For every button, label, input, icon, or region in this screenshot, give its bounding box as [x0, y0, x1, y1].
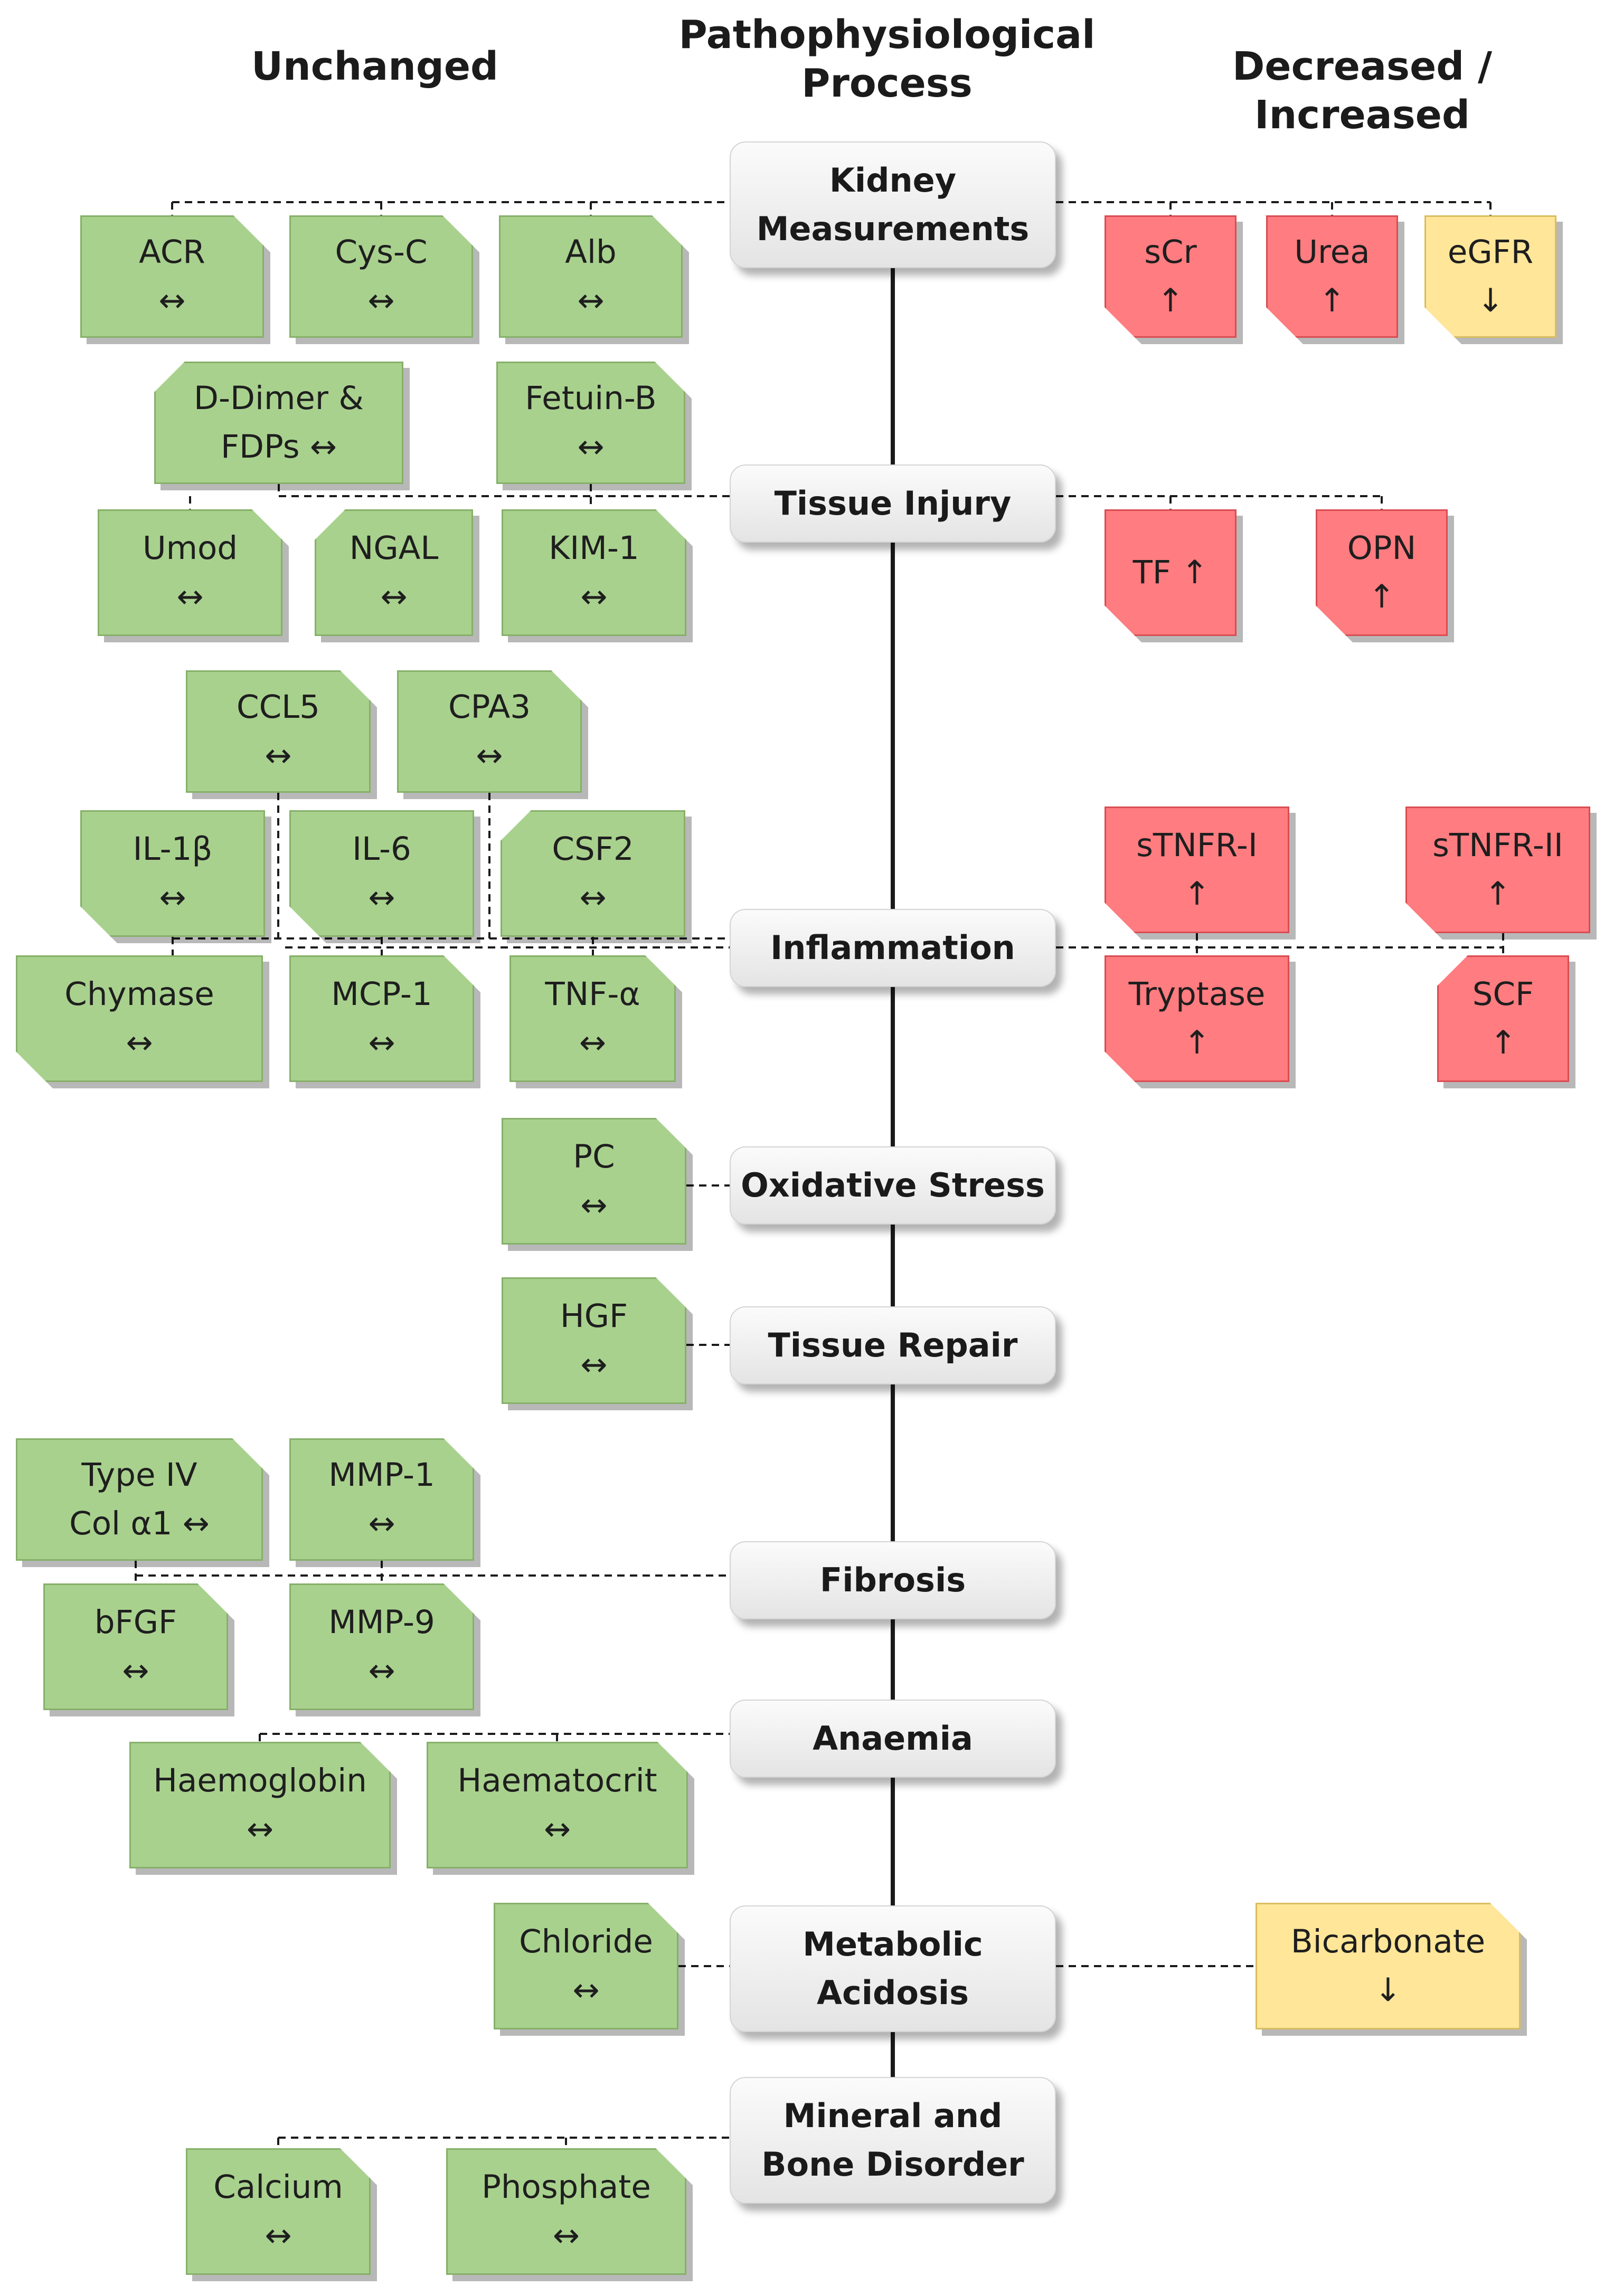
marker-kim-1: KIM-1 ↔ [502, 509, 686, 636]
marker-label: CSF2 ↔ [552, 830, 634, 916]
marker-label: bFGF ↔ [94, 1604, 177, 1690]
marker-mmp-9: MMP-9 ↔ [289, 1583, 474, 1710]
marker-type-iv-col: Type IV Col α1 ↔ [16, 1438, 263, 1561]
marker-calcium: Calcium ↔ [186, 2148, 371, 2275]
marker-label: Haematocrit ↔ [457, 1762, 657, 1848]
marker-label: eGFR ↓ [1447, 233, 1534, 319]
marker-phosphate: Phosphate ↔ [446, 2148, 686, 2275]
marker-label: Phosphate ↔ [482, 2168, 651, 2254]
process-tissue-repair: Tissue Repair [730, 1306, 1056, 1384]
marker-label: ACR ↔ [139, 233, 205, 319]
marker-fetuin-b: Fetuin-B ↔ [496, 362, 685, 484]
marker-il-6: IL-6 ↔ [289, 810, 474, 937]
process-anaemia: Anaemia [730, 1700, 1056, 1778]
marker-label: PC ↔ [573, 1138, 615, 1224]
marker-cys-c: Cys-C ↔ [289, 215, 473, 338]
marker-opn: OPN ↑ [1316, 509, 1448, 636]
marker-label: D-Dimer & FDPs ↔ [194, 379, 364, 466]
marker-stnfr-1: sTNFR-I ↑ [1105, 807, 1289, 933]
process-fibrosis: Fibrosis [730, 1541, 1056, 1619]
marker-label: sCr ↑ [1144, 233, 1197, 319]
marker-mmp-1: MMP-1 ↔ [289, 1438, 474, 1561]
process-metabolic-acidosis: Metabolic Acidosis [730, 1905, 1056, 2032]
marker-label: IL-6 ↔ [352, 830, 411, 916]
marker-chymase: Chymase ↔ [16, 955, 263, 1082]
marker-label: OPN ↑ [1347, 529, 1417, 615]
marker-tnf-a: TNF-α ↔ [509, 955, 676, 1082]
marker-label: TNF-α ↔ [545, 975, 640, 1061]
marker-label: Chymase ↔ [64, 975, 214, 1061]
marker-label: Bicarbonate ↓ [1290, 1923, 1486, 2009]
marker-label: MCP-1 ↔ [331, 975, 432, 1061]
marker-label: MMP-9 ↔ [328, 1604, 435, 1690]
marker-label: Chloride ↔ [519, 1923, 653, 2009]
marker-label: Tryptase ↑ [1128, 975, 1266, 1061]
marker-hgf: HGF ↔ [502, 1277, 686, 1404]
marker-bfgf: bFGF ↔ [43, 1583, 228, 1710]
marker-label: MMP-1 ↔ [328, 1456, 435, 1542]
marker-label: Alb ↔ [565, 233, 617, 319]
marker-pc: PC ↔ [502, 1118, 686, 1245]
marker-acr: ACR ↔ [80, 215, 264, 338]
marker-chloride: Chloride ↔ [494, 1903, 678, 2029]
marker-haemoglobin: Haemoglobin ↔ [129, 1742, 391, 1868]
marker-label: HGF ↔ [560, 1297, 628, 1383]
marker-mcp-1: MCP-1 ↔ [289, 955, 474, 1082]
marker-label: Umod ↔ [142, 529, 238, 615]
marker-label: CCL5 ↔ [237, 688, 320, 774]
marker-alb: Alb ↔ [499, 215, 683, 338]
marker-d-dimer: D-Dimer & FDPs ↔ [154, 362, 410, 490]
marker-il-1b: IL-1β ↔ [80, 810, 265, 937]
marker-scr: sCr ↑ [1105, 215, 1237, 338]
marker-egfr: eGFR ↓ [1424, 215, 1556, 338]
marker-haematocrit: Haematocrit ↔ [427, 1742, 688, 1868]
marker-label: Fetuin-B ↔ [525, 379, 657, 466]
marker-label: sTNFR-I ↑ [1136, 827, 1258, 913]
marker-label: SCF ↑ [1472, 975, 1534, 1061]
marker-label: Type IV Col α1 ↔ [69, 1456, 210, 1542]
header-process: Pathophysiological Process [678, 12, 1096, 106]
process-tissue-injury: Tissue Injury [730, 464, 1056, 543]
marker-label: Urea ↑ [1294, 233, 1370, 319]
marker-bicarbonate: Bicarbonate ↓ [1256, 1903, 1521, 2029]
process-oxidative-stress: Oxidative Stress [730, 1146, 1056, 1225]
marker-umod: Umod ↔ [98, 509, 282, 636]
process-inflammation: Inflammation [730, 909, 1056, 987]
marker-label: CPA3 ↔ [448, 688, 531, 774]
process-mineral-bone: Mineral and Bone Disorder [730, 2077, 1056, 2204]
marker-label: IL-1β ↔ [133, 830, 213, 916]
header-unchanged: Unchanged [251, 44, 499, 89]
marker-ngal: NGAL ↔ [315, 509, 479, 642]
marker-label: KIM-1 ↔ [549, 529, 639, 615]
header-decreased-increased: Decreased / Increased [1232, 44, 1493, 138]
marker-label: TF ↑ [1132, 554, 1209, 591]
marker-label: sTNFR-II ↑ [1432, 827, 1563, 913]
marker-label: Cys-C ↔ [335, 233, 428, 319]
marker-tf: TF ↑ [1105, 509, 1237, 636]
marker-label: Calcium ↔ [213, 2168, 343, 2254]
marker-ccl5: CCL5 ↔ [186, 670, 371, 793]
process-kidney: Kidney Measurements [730, 141, 1056, 268]
marker-stnfr-2: sTNFR-II ↑ [1405, 807, 1590, 933]
marker-label: NGAL ↔ [349, 529, 439, 615]
marker-tryptase: Tryptase ↑ [1105, 955, 1289, 1082]
marker-urea: Urea ↑ [1266, 215, 1398, 338]
marker-csf2: CSF2 ↔ [501, 810, 692, 943]
marker-label: Haemoglobin ↔ [153, 1762, 367, 1848]
marker-scf: SCF ↑ [1437, 955, 1575, 1088]
marker-cpa3: CPA3 ↔ [397, 670, 582, 793]
